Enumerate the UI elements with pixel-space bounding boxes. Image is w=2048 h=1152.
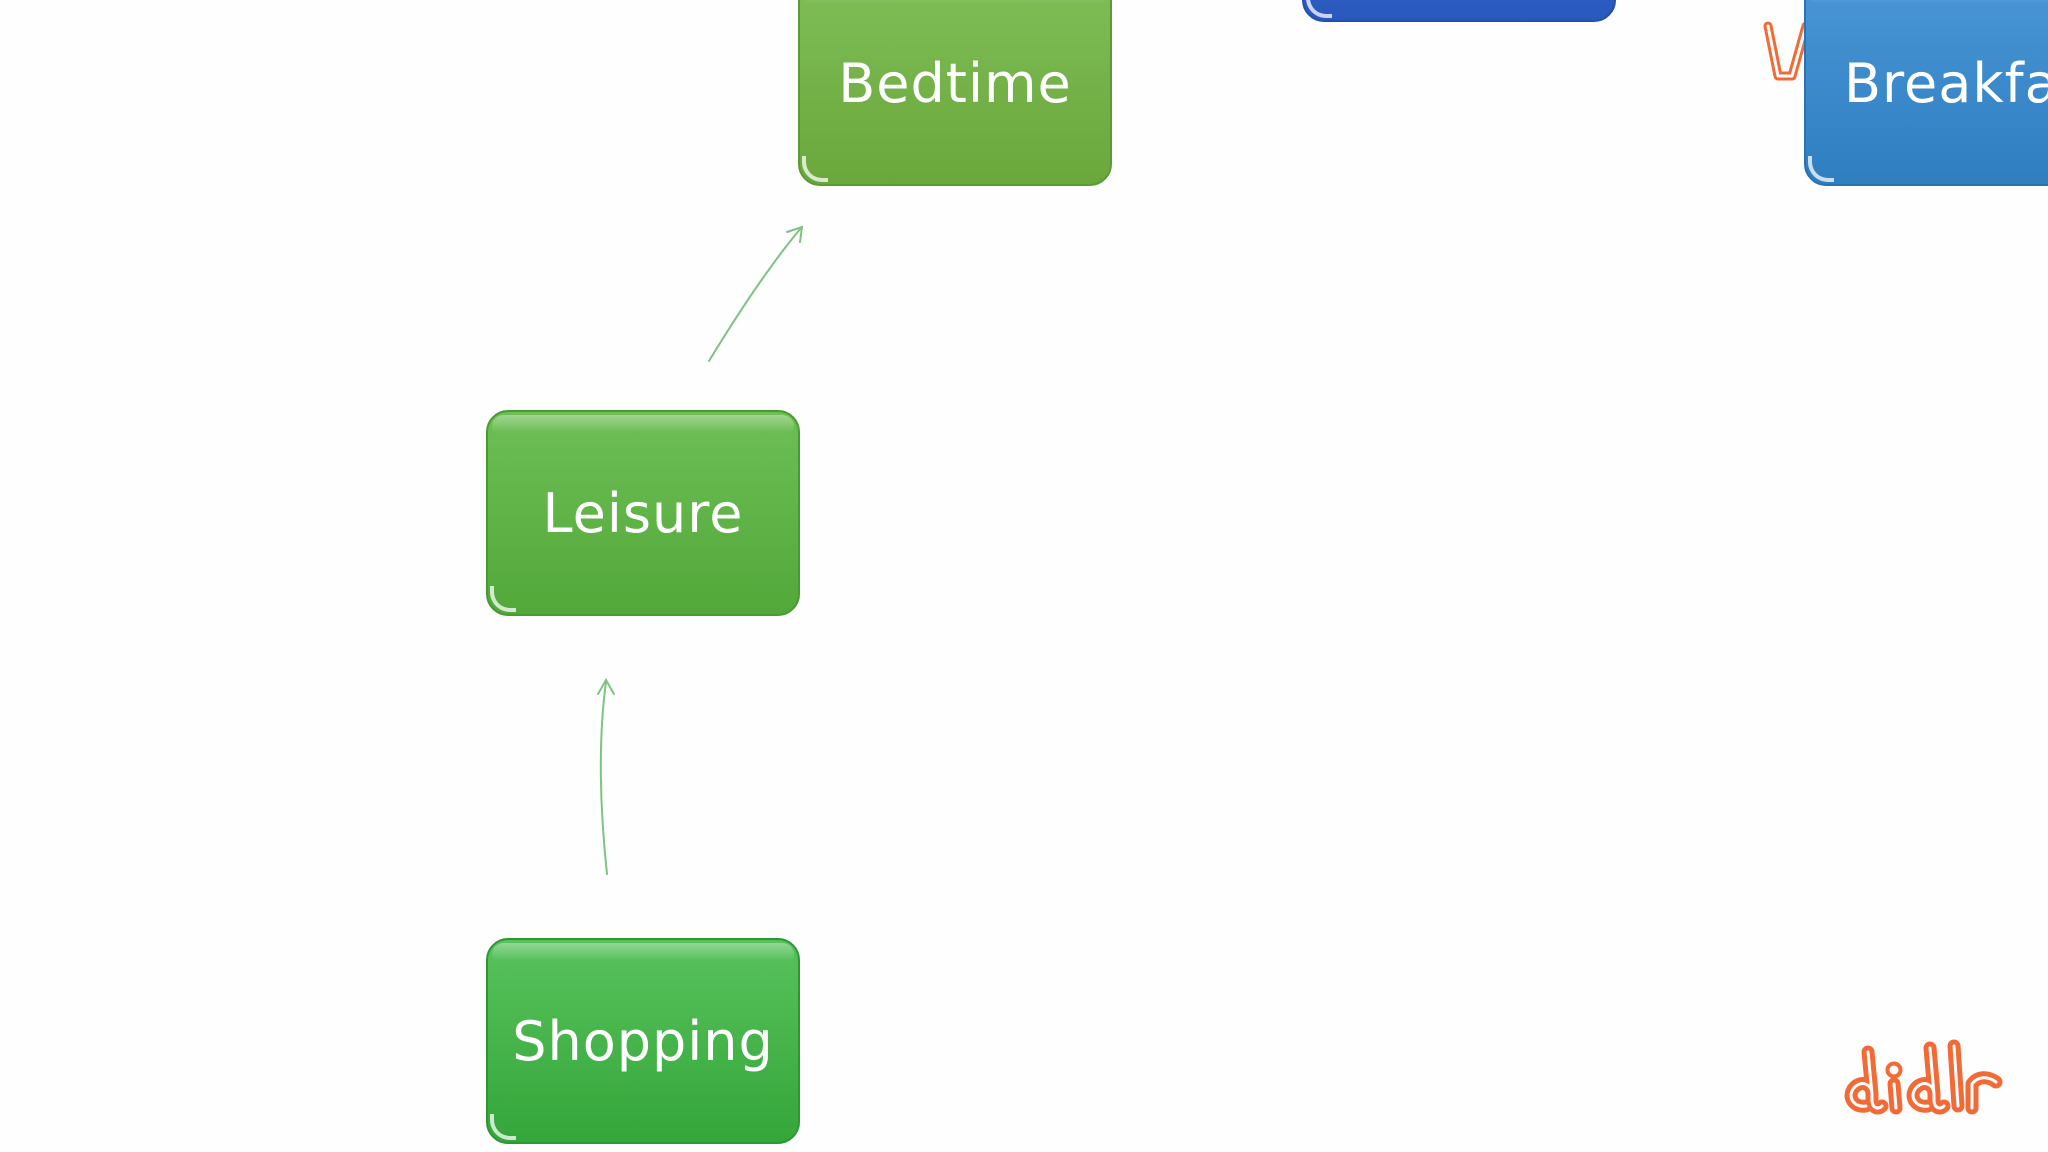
diagram-node-shopping[interactable]: Shopping [486, 938, 800, 1144]
arrowhead-leisure [597, 677, 615, 695]
node-label: Leisure [542, 481, 744, 545]
diagram-node-breakfast[interactable]: Breakfast [1804, 0, 2048, 186]
diagram-node-leisure[interactable]: Leisure [486, 410, 800, 616]
node-label: Bedtime [838, 51, 1072, 115]
partial-orange-glyph [1763, 21, 1811, 81]
node-label: Breakfast [1844, 51, 2048, 115]
arrowhead-bedtime [786, 225, 804, 243]
diagram-node-bedtime[interactable]: Bedtime [798, 0, 1112, 186]
connector-shopping-to-leisure [599, 681, 608, 875]
didlr-logo [1844, 1039, 2003, 1115]
connector-leisure-to-bedtime [708, 227, 802, 362]
node-label: Shopping [512, 1009, 774, 1073]
diagram-node-top-partial[interactable] [1302, 0, 1616, 22]
